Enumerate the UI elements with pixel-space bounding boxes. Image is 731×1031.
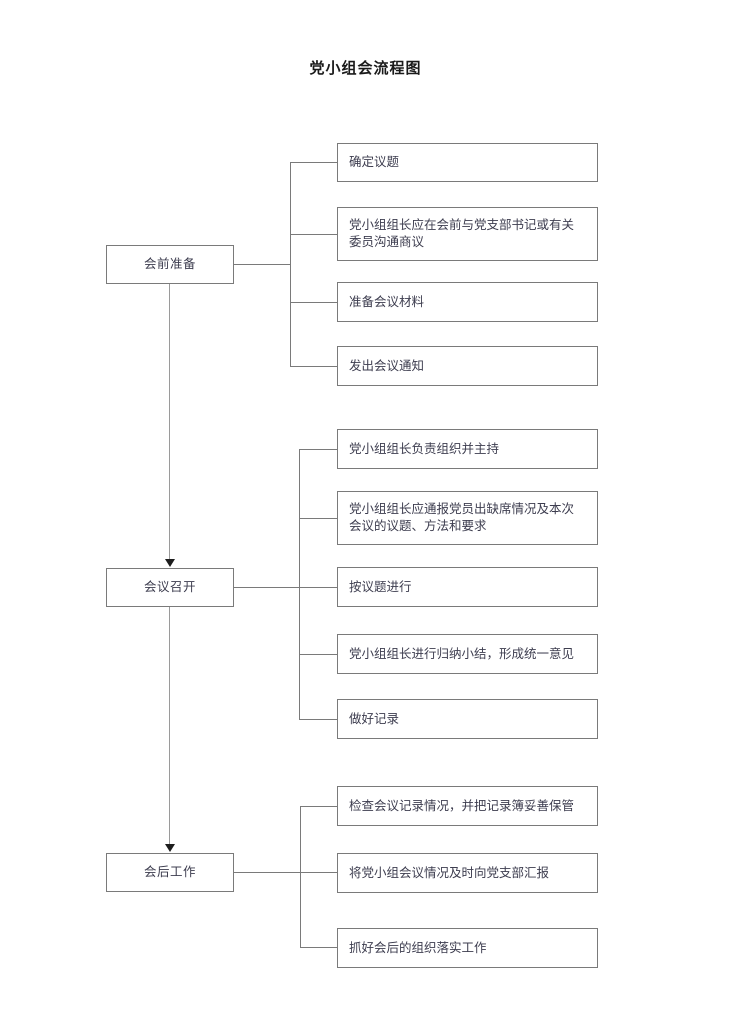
task-node[interactable]: 确定议题: [337, 143, 598, 182]
page-title: 党小组会流程图: [309, 61, 422, 77]
stage-node-pre-meeting[interactable]: 会前准备: [106, 245, 234, 284]
stage-node-post-meeting[interactable]: 会后工作: [106, 853, 234, 892]
connector-stage2-branch-2: [299, 518, 337, 519]
stage-label: 会议召开: [143, 580, 196, 594]
connector-stage1-branch-4: [290, 366, 337, 367]
connector-stage2-branch-1: [299, 449, 337, 450]
connector-stage3-branch-2: [300, 872, 337, 873]
task-label: 将党小组会议情况及时向党支部汇报: [349, 865, 550, 880]
connector-stage1-branch-1: [290, 162, 337, 163]
task-label: 做好记录: [349, 711, 400, 726]
task-label: 准备会议材料: [349, 294, 425, 309]
connector-stage1-spine: [290, 162, 291, 367]
connector-stage3-spine: [300, 806, 301, 948]
task-node[interactable]: 准备会议材料: [337, 282, 598, 322]
task-node[interactable]: 将党小组会议情况及时向党支部汇报: [337, 853, 598, 893]
flow-arrow-head-2: [165, 844, 175, 852]
task-label: 党小组组长负责组织并主持: [349, 441, 500, 456]
flow-arrow-line-1: [169, 284, 170, 560]
task-label: 抓好会后的组织落实工作: [349, 940, 487, 955]
connector-stage1-stem: [234, 264, 291, 265]
flow-arrow-head-1: [165, 559, 175, 567]
task-label: 党小组组长应在会前与党支部书记或有关委员沟通商议: [349, 218, 575, 249]
connector-stage2-stem: [234, 587, 300, 588]
connector-stage2-branch-5: [299, 719, 337, 720]
task-node[interactable]: 检查会议记录情况，并把记录簿妥善保管: [337, 786, 598, 826]
connector-stage1-branch-2: [290, 234, 337, 235]
task-label: 确定议题: [349, 155, 400, 169]
flow-arrow-line-2: [169, 607, 170, 845]
task-label: 党小组组长进行归纳小结，形成统一意见: [349, 646, 575, 661]
task-node[interactable]: 党小组组长进行归纳小结，形成统一意见: [337, 634, 598, 674]
stage-node-meeting[interactable]: 会议召开: [106, 568, 234, 607]
task-label: 党小组组长应通报党员出缺席情况及本次会议的议题、方法和要求: [349, 502, 575, 533]
connector-stage2-spine: [299, 449, 300, 719]
stage-label: 会前准备: [143, 257, 196, 271]
connector-stage2-branch-3: [299, 587, 337, 588]
stage-label: 会后工作: [143, 865, 196, 879]
task-node[interactable]: 发出会议通知: [337, 346, 598, 386]
connector-stage3-stem: [234, 872, 301, 873]
task-node[interactable]: 党小组组长应在会前与党支部书记或有关委员沟通商议: [337, 207, 598, 261]
task-label: 检查会议记录情况，并把记录簿妥善保管: [349, 798, 575, 813]
connector-stage1-branch-3: [290, 302, 337, 303]
task-node[interactable]: 做好记录: [337, 699, 598, 739]
task-node[interactable]: 党小组组长应通报党员出缺席情况及本次会议的议题、方法和要求: [337, 491, 598, 545]
task-label: 按议题进行: [349, 579, 412, 594]
task-node[interactable]: 抓好会后的组织落实工作: [337, 928, 598, 968]
connector-stage3-branch-3: [300, 947, 337, 948]
connector-stage2-branch-4: [299, 654, 337, 655]
task-node[interactable]: 按议题进行: [337, 567, 598, 607]
task-node[interactable]: 党小组组长负责组织并主持: [337, 429, 598, 469]
connector-stage3-branch-1: [300, 806, 337, 807]
task-label: 发出会议通知: [349, 358, 425, 373]
